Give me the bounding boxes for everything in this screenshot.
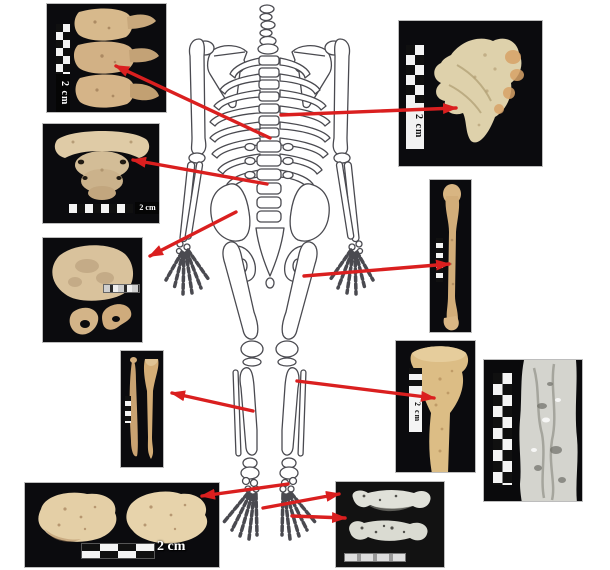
bone-surface-closeup-photo <box>483 359 583 502</box>
scale-bar <box>81 543 155 559</box>
scale-label: 2 cm <box>135 202 159 214</box>
calcanei-photo: 2 cm <box>24 482 220 568</box>
bone-surface-texture-illustration <box>519 360 582 501</box>
calcanei-bone-illustration <box>38 491 208 544</box>
scale-bar <box>125 396 131 423</box>
ilium-photo <box>42 237 143 343</box>
sacrum-photo: 2 cm <box>42 123 160 224</box>
arrow-tibia-to-leg-bones-photo <box>170 390 255 413</box>
long-bone-illustration <box>443 184 461 331</box>
skeleton-outline <box>164 4 375 541</box>
proximal-tibia-photo: 2 cm <box>395 340 476 473</box>
scale-bar-checker <box>406 45 424 103</box>
scale-bar: 2 cm <box>56 24 70 112</box>
long-bone-photo <box>429 179 472 333</box>
cervical-spine <box>257 4 279 55</box>
arms <box>179 38 360 243</box>
scale-label: 2 cm <box>406 103 424 149</box>
arrow-tarsals-to-metatarsals-photo <box>261 490 341 510</box>
scale-bar: 2 cm <box>409 368 422 432</box>
scale-bar <box>493 373 512 485</box>
vertebrae-bone-illustration <box>73 8 159 108</box>
scale-bar <box>69 204 133 213</box>
metatarsals-bone-illustration <box>349 490 431 541</box>
scale-bar: 2 cm <box>406 45 424 149</box>
arrow-femur-to-long-bone-photo <box>302 259 451 278</box>
scapula-bone-illustration <box>434 38 524 143</box>
scale-bar <box>103 284 140 293</box>
pelvis <box>210 183 330 289</box>
metatarsals-photo <box>335 481 445 568</box>
scale-bar <box>436 238 443 282</box>
leg-bones-illustration <box>129 357 159 459</box>
sacrum-bone-illustration <box>54 131 150 200</box>
scale-bar-checker <box>409 368 422 392</box>
arrow-ilium-to-ilium-photo <box>148 210 238 258</box>
vertebrae-photo: 2 cm <box>46 3 167 113</box>
ribcage <box>209 57 331 191</box>
scale-label: 2 cm <box>413 401 422 423</box>
thoracolumbar-spine <box>244 55 294 223</box>
scale-label: 2 cm <box>56 74 70 112</box>
shoulder-girdle <box>195 40 344 109</box>
scapula-photo: 2 cm <box>398 20 543 167</box>
scale-label: 2 cm <box>157 539 186 554</box>
feet <box>222 476 317 541</box>
hands <box>164 240 375 296</box>
legs <box>222 241 318 480</box>
leg-long-bones-photo <box>120 350 164 468</box>
scale-bar-checker <box>56 24 70 74</box>
proximal-tibia-illustration <box>410 346 469 472</box>
scale-bar <box>344 553 406 562</box>
